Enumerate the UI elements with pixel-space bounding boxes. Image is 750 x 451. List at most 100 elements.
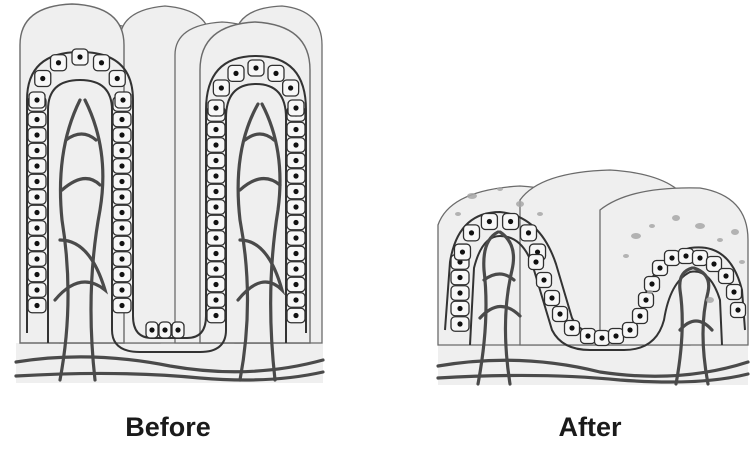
cell-nucleus [697,255,702,260]
cell-nucleus [457,290,462,295]
cell-nucleus [119,241,124,246]
cell-nucleus [637,313,642,318]
cell-nucleus [213,313,218,318]
cell-nucleus [213,235,218,240]
cell-nucleus [585,333,590,338]
cell-nucleus [119,210,124,215]
cell-nucleus [731,289,736,294]
cell-nucleus [288,85,293,90]
cell-nucleus [213,158,218,163]
cell-nucleus [34,287,39,292]
cell-nucleus [293,142,298,147]
after-panel [438,170,748,385]
cell-nucleus [34,179,39,184]
cell-nucleus [34,256,39,261]
cell-nucleus [119,163,124,168]
cell-nucleus [34,97,39,102]
cell-nucleus [557,311,562,316]
cell-nucleus [293,105,298,110]
cell-nucleus [119,225,124,230]
cell-nucleus [627,327,632,332]
cell-nucleus [293,189,298,194]
cell-nucleus [56,60,61,65]
before-label: Before [68,412,268,443]
cell-nucleus [613,333,618,338]
cell-nucleus [735,307,740,312]
cell-nucleus [34,225,39,230]
cell-nucleus [293,251,298,256]
cell-nucleus [293,220,298,225]
cell-nucleus [213,173,218,178]
cell-nucleus [34,163,39,168]
cell-nucleus [293,127,298,132]
cell-nucleus [213,105,218,110]
cell-nucleus [119,148,124,153]
cell-nucleus [213,266,218,271]
cell-nucleus [469,230,474,235]
cell-nucleus [213,189,218,194]
cell-nucleus [119,117,124,122]
cell-nucleus [457,321,462,326]
cell-nucleus [119,194,124,199]
cell-nucleus [711,261,716,266]
cell-nucleus [533,259,538,264]
cell-nucleus [213,251,218,256]
cell-nucleus [649,281,654,286]
cell-nucleus [34,194,39,199]
cell-nucleus [119,303,124,308]
cell-nucleus [293,297,298,302]
cell-nucleus [487,219,492,224]
cell-nucleus [569,325,574,330]
cell-nucleus [119,179,124,184]
cell-nucleus [293,266,298,271]
cell-nucleus [34,272,39,277]
cell-nucleus [99,60,104,65]
cell-nucleus [34,210,39,215]
cell-nucleus [162,327,167,332]
cell-nucleus [233,71,238,76]
cell-nucleus [213,204,218,209]
cell-nucleus [119,287,124,292]
cell-nucleus [213,142,218,147]
cell-nucleus [526,230,531,235]
cell-nucleus [77,54,82,59]
cell-nucleus [541,277,546,282]
cell-nucleus [213,282,218,287]
cell-nucleus [599,335,604,340]
cell-nucleus [34,132,39,137]
cell-nucleus [40,76,45,81]
cell-nucleus [34,148,39,153]
cell-nucleus [293,313,298,318]
cell-nucleus [219,85,224,90]
cell-nucleus [293,158,298,163]
after-label: After [490,412,690,443]
cell-nucleus [683,253,688,258]
cell-nucleus [213,127,218,132]
cell-nucleus [119,132,124,137]
cell-nucleus [293,235,298,240]
cell-nucleus [293,173,298,178]
cell-nucleus [34,303,39,308]
cell-nucleus [508,219,513,224]
cell-nucleus [460,249,465,254]
cell-nucleus [149,327,154,332]
cell-nucleus [549,295,554,300]
cell-nucleus [119,272,124,277]
cell-nucleus [273,71,278,76]
cell-nucleus [213,220,218,225]
cell-nucleus [457,306,462,311]
cell-nucleus [253,65,258,70]
cell-nucleus [115,76,120,81]
cell-nucleus [120,97,125,102]
cell-nucleus [293,204,298,209]
cell-nucleus [457,275,462,280]
cell-nucleus [657,265,662,270]
cell-nucleus [643,297,648,302]
cell-nucleus [669,255,674,260]
cell-nucleus [34,117,39,122]
cell-nucleus [175,327,180,332]
cell-nucleus [213,297,218,302]
before-panel [16,4,323,383]
cell-nucleus [34,241,39,246]
